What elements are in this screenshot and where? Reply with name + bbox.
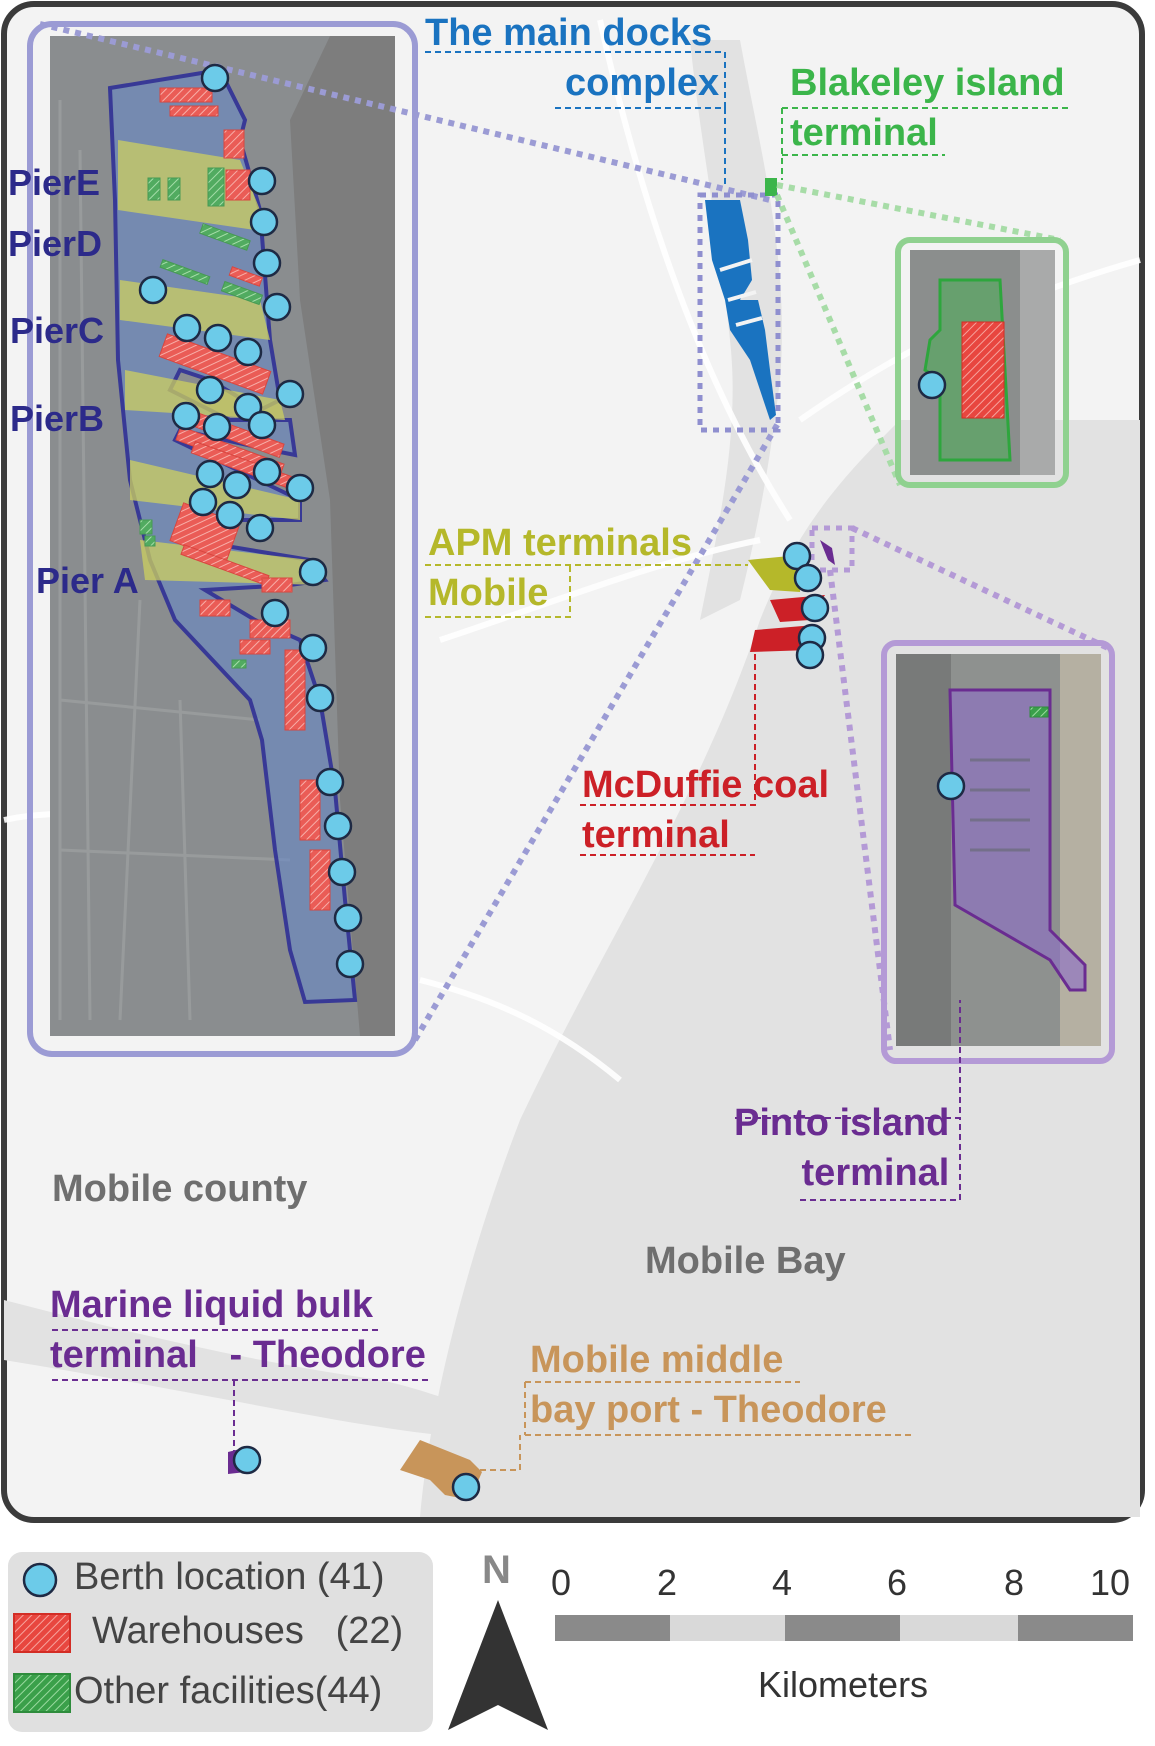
main-docks-label-line2: complex — [565, 62, 720, 104]
pinto-label: Pinto island terminal — [734, 1098, 949, 1198]
scale-tick-0: 0 — [551, 1562, 572, 1603]
middle-bay-label-line1: Mobile middle — [530, 1339, 784, 1381]
blakeley-marker — [765, 178, 777, 196]
scale-tick-2: 2 — [657, 1562, 678, 1603]
mcduffie-label-line2: terminal — [582, 814, 730, 856]
apm-label: APM terminals Mobile — [428, 518, 692, 618]
north-label: N — [482, 1548, 511, 1592]
inset-connector-pinto — [827, 525, 1110, 1051]
legend-berth-icon — [22, 1562, 58, 1598]
inset-connector-main — [39, 21, 783, 1042]
scale-tick-10: 10 — [1090, 1562, 1131, 1603]
main-docks-inset — [27, 21, 418, 1057]
pier-label-b: PierB — [10, 398, 105, 439]
marine-liquid-label-line2: terminal - Theodore — [50, 1334, 426, 1376]
main-docks-shape — [697, 192, 781, 433]
main-docks-label: The main docks complex — [425, 8, 719, 108]
legend-warehouse-icon — [13, 1613, 71, 1653]
blakeley-label-line2: terminal — [790, 112, 938, 154]
main-docks-label-line1: The main docks — [425, 12, 713, 54]
mobile-bay-label: Mobile Bay — [645, 1240, 846, 1282]
scale-tick-6: 6 — [887, 1562, 908, 1603]
legend-box — [8, 1552, 433, 1732]
pinto-label-line1: Pinto island — [734, 1102, 950, 1144]
pier-label-e: PierE — [8, 162, 101, 203]
pier-label-c: PierC — [10, 310, 105, 351]
scale-bar — [555, 1615, 1133, 1641]
berth-locations — [138, 63, 966, 1502]
middle-bay-label: Mobile middle bay port - Theodore — [530, 1335, 887, 1435]
legend-warehouses-label: Warehouses (22) — [92, 1610, 404, 1652]
mobile-county-label: Mobile county — [52, 1168, 308, 1210]
inset-connector-blakeley — [774, 182, 1061, 487]
north-arrow-icon — [448, 1600, 548, 1730]
scale-unit-label: Kilometers — [758, 1664, 929, 1705]
legend-other-facilities-label: Other facilities(44) — [74, 1670, 383, 1712]
legend-berth-label: Berth location (41) — [74, 1556, 385, 1598]
mcduffie-label-line1: McDuffie coal — [582, 764, 830, 806]
mcduffie-label: McDuffie coal terminal — [582, 760, 829, 860]
pinto-inset — [881, 640, 1115, 1064]
scale-tick-8: 8 — [1004, 1562, 1025, 1603]
leader-lines — [52, 51, 1070, 1471]
blakeley-label: Blakeley island terminal — [790, 58, 1065, 158]
pier-label-d: PierD — [8, 223, 103, 264]
legend-facility-icon — [13, 1673, 71, 1713]
pinto-label-line2: terminal — [801, 1152, 950, 1194]
blakeley-label-line1: Blakeley island — [790, 62, 1065, 104]
blakeley-inset — [895, 237, 1069, 488]
marine-liquid-label: Marine liquid bulk terminal - Theodore — [50, 1280, 426, 1380]
marine-liquid-label-line1: Marine liquid bulk — [50, 1284, 374, 1326]
pier-label-a: Pier A — [36, 560, 139, 601]
middle-bay-label-line2: bay port - Theodore — [530, 1389, 887, 1431]
apm-label-line1: APM terminals — [428, 522, 692, 564]
pinto-marker — [820, 540, 835, 565]
apm-label-line2: Mobile — [428, 572, 549, 614]
scale-tick-4: 4 — [772, 1562, 793, 1603]
